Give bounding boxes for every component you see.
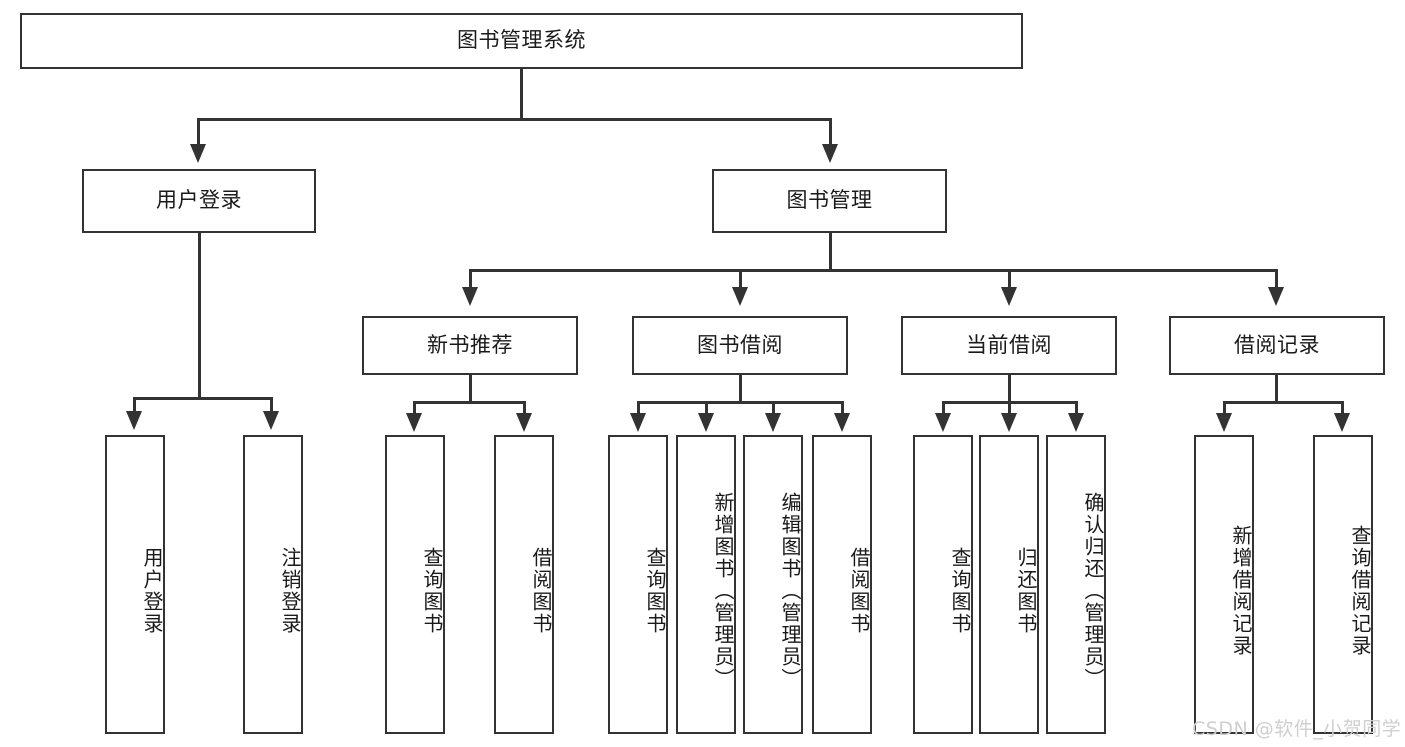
node-user-login[interactable]: 用户登录 [82, 169, 316, 233]
leaf-cb-confirm-return[interactable]: 确认归还（管理员） [1046, 435, 1106, 734]
leaf-label: 归还图书 [1014, 546, 1038, 635]
arrow-to-leaf-cb-query [935, 413, 951, 432]
leaf-label: 查询借阅记录 [1348, 524, 1372, 657]
connector-bb-drop-4 [841, 401, 844, 415]
connector-book-borrow-bus [637, 401, 844, 404]
leaf-user-login[interactable]: 用户登录 [105, 435, 165, 734]
arrow-to-new-book [462, 287, 478, 306]
connector-user-login-stem [198, 233, 201, 399]
arrow-to-book-borrow [732, 287, 748, 306]
arrow-to-user-login [190, 144, 206, 163]
arrow-to-leaf-bb-query [630, 413, 646, 432]
arrow-to-leaf-bb-borrow [834, 413, 850, 432]
leaf-label: 查询图书 [948, 546, 972, 635]
watermark-text: CSDN @软件_小贺同学 [1192, 718, 1402, 740]
connector-bm-drop-4 [1275, 269, 1278, 289]
leaf-label: 编辑图书（管理员） [778, 491, 802, 690]
leaf-logout[interactable]: 注销登录 [243, 435, 303, 734]
connector-cb-drop-1 [942, 401, 945, 415]
node-new-book-recommend[interactable]: 新书推荐 [362, 316, 578, 375]
connector-book-manage-bus [469, 269, 1277, 272]
leaf-cb-query-book[interactable]: 查询图书 [913, 435, 973, 734]
connector-user-login-drop-1 [133, 397, 136, 413]
connector-bm-drop-2 [739, 269, 742, 289]
connector-borrow-record-stem [1275, 375, 1278, 403]
arrow-to-current-borrow [1001, 287, 1017, 306]
node-borrow-record[interactable]: 借阅记录 [1169, 316, 1385, 375]
node-current-borrow[interactable]: 当前借阅 [901, 316, 1117, 375]
connector-br-drop-1 [1223, 401, 1226, 415]
connector-br-drop-2 [1341, 401, 1344, 415]
connector-new-book-stem [469, 375, 472, 403]
arrow-to-leaf-br-query [1334, 413, 1350, 432]
arrow-to-book-manage [822, 144, 838, 163]
arrow-to-leaf-nb-borrow [516, 413, 532, 432]
arrow-to-borrow-record [1268, 287, 1284, 306]
connector-user-login-drop-2 [270, 397, 273, 413]
leaf-label: 查询图书 [420, 546, 444, 635]
leaf-bb-query-book[interactable]: 查询图书 [608, 435, 668, 734]
connector-book-borrow-stem [739, 375, 742, 403]
connector-cb-drop-2 [1008, 401, 1011, 415]
leaf-label: 用户登录 [140, 546, 164, 635]
leaf-nb-borrow-book[interactable]: 借阅图书 [494, 435, 554, 734]
leaf-br-add-record[interactable]: 新增借阅记录 [1194, 435, 1254, 734]
connector-user-login-bus [133, 397, 272, 400]
connector-nb-drop-2 [523, 401, 526, 415]
connector-bb-drop-1 [637, 401, 640, 415]
connector-bm-drop-3 [1008, 269, 1011, 289]
arrow-to-leaf-br-add [1216, 413, 1232, 432]
leaf-label: 注销登录 [278, 546, 302, 635]
arrow-to-leaf-user-login [126, 411, 142, 430]
connector-cb-drop-3 [1075, 401, 1078, 415]
leaf-bb-borrow-book[interactable]: 借阅图书 [812, 435, 872, 734]
connector-bb-drop-3 [772, 401, 775, 415]
connector-borrow-record-bus [1223, 401, 1343, 404]
node-root-system[interactable]: 图书管理系统 [20, 13, 1023, 69]
connector-book-manage-stem [829, 233, 832, 271]
arrow-to-leaf-cb-return [1001, 413, 1017, 432]
arrow-to-leaf-cb-confirm [1068, 413, 1084, 432]
leaf-nb-query-book[interactable]: 查询图书 [385, 435, 445, 734]
leaf-label: 新增图书（管理员） [711, 491, 735, 690]
connector-new-book-bus [413, 401, 526, 404]
connector-bb-drop-2 [705, 401, 708, 415]
arrow-to-leaf-logout [263, 411, 279, 430]
arrow-to-leaf-bb-add [698, 413, 714, 432]
arrow-to-leaf-nb-query [406, 413, 422, 432]
leaf-label: 查询图书 [643, 546, 667, 635]
arrow-to-leaf-bb-edit [765, 413, 781, 432]
connector-current-borrow-stem [1008, 375, 1011, 403]
leaf-label: 确认归还（管理员） [1081, 491, 1105, 690]
connector-nb-drop-1 [413, 401, 416, 415]
node-book-borrow[interactable]: 图书借阅 [632, 316, 848, 375]
leaf-br-query-record[interactable]: 查询借阅记录 [1313, 435, 1373, 734]
leaf-label: 借阅图书 [529, 546, 553, 635]
connector-bm-drop-1 [469, 269, 472, 289]
leaf-label: 借阅图书 [847, 546, 871, 635]
leaf-bb-edit-book[interactable]: 编辑图书（管理员） [743, 435, 803, 734]
leaf-label: 新增借阅记录 [1229, 524, 1253, 657]
leaf-cb-return-book[interactable]: 归还图书 [979, 435, 1039, 734]
connector-root-bus [198, 118, 832, 121]
node-book-manage[interactable]: 图书管理 [712, 169, 947, 233]
connector-root-stem [520, 69, 523, 119]
connector-root-drop-2 [829, 118, 832, 146]
leaf-bb-add-book[interactable]: 新增图书（管理员） [676, 435, 736, 734]
connector-root-drop-1 [197, 118, 200, 146]
